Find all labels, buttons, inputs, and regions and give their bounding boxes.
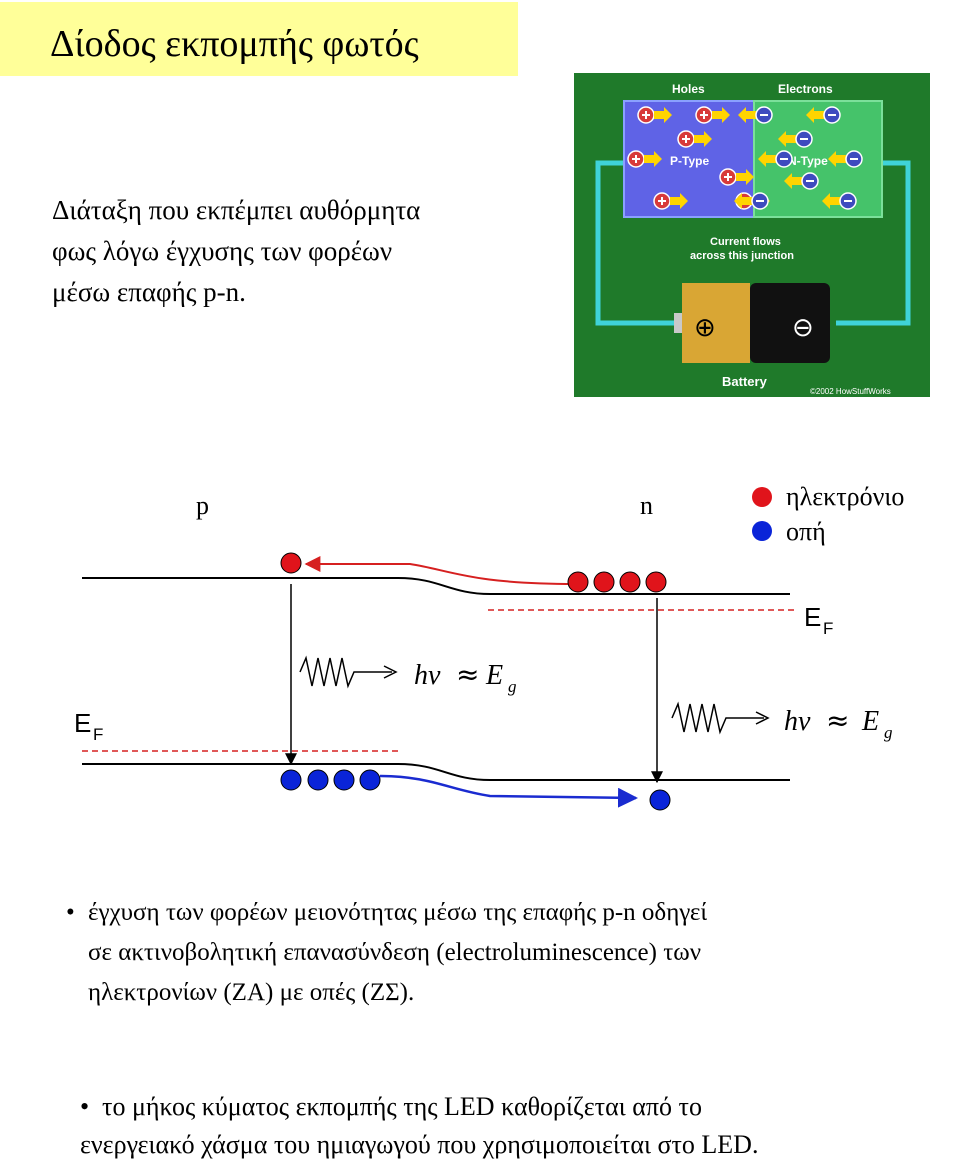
intro-line: φως λόγω έγχυσης των φορέων xyxy=(52,236,393,266)
bullet-mark: • xyxy=(80,1092,90,1121)
copyright-label: ©2002 HowStuffWorks xyxy=(810,387,891,396)
hole-dot xyxy=(307,769,329,791)
legend-electron-dot xyxy=(752,487,772,507)
current-label-line2: across this junction xyxy=(690,250,794,262)
flow-arrow-icon xyxy=(784,173,802,189)
flow-arrow-icon xyxy=(670,193,688,209)
hole-dot xyxy=(359,769,381,791)
hole-dot xyxy=(649,789,671,811)
photon-left-E: E xyxy=(485,660,503,691)
electrons-label: Electrons xyxy=(778,82,833,96)
led-illustration: Holes Electrons P-Type N-Type Current fl… xyxy=(574,73,930,397)
flow-arrow-icon xyxy=(778,131,796,147)
photon-right-sub: g xyxy=(884,723,893,742)
intro-line: μέσω επαφής p-n. xyxy=(52,277,246,307)
battery-plus-icon: ⊕ xyxy=(694,313,716,343)
flow-arrow-icon xyxy=(736,169,754,185)
legend-hole-label: οπή xyxy=(786,517,826,546)
bullet-mark: • xyxy=(66,899,75,926)
battery-terminal xyxy=(674,313,682,333)
battery-negative-side xyxy=(750,283,830,363)
flow-arrow-icon xyxy=(694,131,712,147)
flow-arrow-icon xyxy=(828,151,846,167)
bullet-2-line: ενεργειακό χάσμα του ημιαγωγού που χρησι… xyxy=(80,1130,759,1159)
electron-dot xyxy=(567,571,589,593)
electron-dot xyxy=(645,571,667,593)
battery-minus-icon: ⊖ xyxy=(792,313,814,343)
photon-wave-right xyxy=(671,701,764,735)
photon-left-sub: g xyxy=(508,677,517,696)
flow-arrow-icon xyxy=(712,107,730,123)
hole-dot xyxy=(280,769,302,791)
flow-arrow-icon xyxy=(738,107,756,123)
ef-right-label: E xyxy=(804,602,821,632)
p-region-label: p xyxy=(196,491,209,520)
wire-left xyxy=(595,160,678,326)
electron-dot xyxy=(280,552,302,574)
flow-arrow-icon xyxy=(644,151,662,167)
title-banner: Δίοδος εκπομπής φωτός xyxy=(0,2,518,76)
legend-electron-label: ηλεκτρόνιο xyxy=(786,482,904,511)
bullet-1-line: ηλεκτρονίων (ΖΑ) με οπές (ΖΣ). xyxy=(88,979,415,1006)
hole-injection-arrow xyxy=(379,774,638,808)
flow-arrow-icon xyxy=(654,107,672,123)
flow-arrow-icon xyxy=(806,107,824,123)
photon-wave-left xyxy=(299,655,392,689)
p-type-label: P-Type xyxy=(670,154,709,168)
band-diagram: p n ηλεκτρόνιο οπή E F E F hν ≈ E g hν ≈… xyxy=(74,482,904,811)
bullet-1: • έγχυση των φορέων μειονότητας μέσω της… xyxy=(66,893,948,1013)
electron-dot xyxy=(619,571,641,593)
intro-line: Διάταξη που εκπέμπει αυθόρμητα xyxy=(52,195,421,225)
electron-dot xyxy=(593,571,615,593)
n-type-label: N-Type xyxy=(788,154,828,168)
ef-left-subscript: F xyxy=(93,725,103,744)
photon-right-approx: ≈ xyxy=(826,704,849,737)
ef-left-label: E xyxy=(74,708,91,738)
bullet-1-line: έγχυση των φορέων μειονότητας μέσω της ε… xyxy=(88,899,708,926)
photon-right-hv: hν xyxy=(784,706,811,737)
legend-hole-dot xyxy=(752,521,772,541)
carriers xyxy=(280,552,671,811)
wire-right xyxy=(836,160,911,326)
photon-wave-right-arrowhead xyxy=(755,711,770,725)
holes-label: Holes xyxy=(672,82,705,96)
led-particles xyxy=(627,106,863,210)
battery-positive-side xyxy=(682,283,750,363)
bullet-2-line: το μήκος κύματος εκπομπής της LED καθορί… xyxy=(102,1092,702,1121)
photon-wave-left-arrowhead xyxy=(383,665,398,679)
current-label-line1: Current flows xyxy=(710,236,781,248)
valence-band xyxy=(82,763,790,781)
bullet-1-line: σε ακτινοβολητική επανασύνδεση (electrol… xyxy=(88,939,702,966)
intro-text: Διάταξη που εκπέμπει αυθόρμητα φως λόγω … xyxy=(52,190,420,313)
conduction-band xyxy=(82,577,790,595)
flow-arrow-icon xyxy=(758,151,776,167)
hole-dot xyxy=(333,769,355,791)
n-region-label: n xyxy=(640,491,653,520)
bullet-2: • το μήκος κύματος εκπομπής της LED καθο… xyxy=(80,1088,955,1164)
flow-arrow-icon xyxy=(822,193,840,209)
flow-arrow-icon xyxy=(734,193,752,209)
battery-label: Battery xyxy=(722,374,768,389)
photon-right-E: E xyxy=(861,706,879,737)
photon-left-hv: hν xyxy=(414,660,441,691)
ef-right-subscript: F xyxy=(823,619,833,638)
electron-injection-arrow xyxy=(304,556,577,585)
page-title: Δίοδος εκπομπής φωτός xyxy=(50,23,419,65)
photon-left-approx: ≈ xyxy=(456,658,479,691)
